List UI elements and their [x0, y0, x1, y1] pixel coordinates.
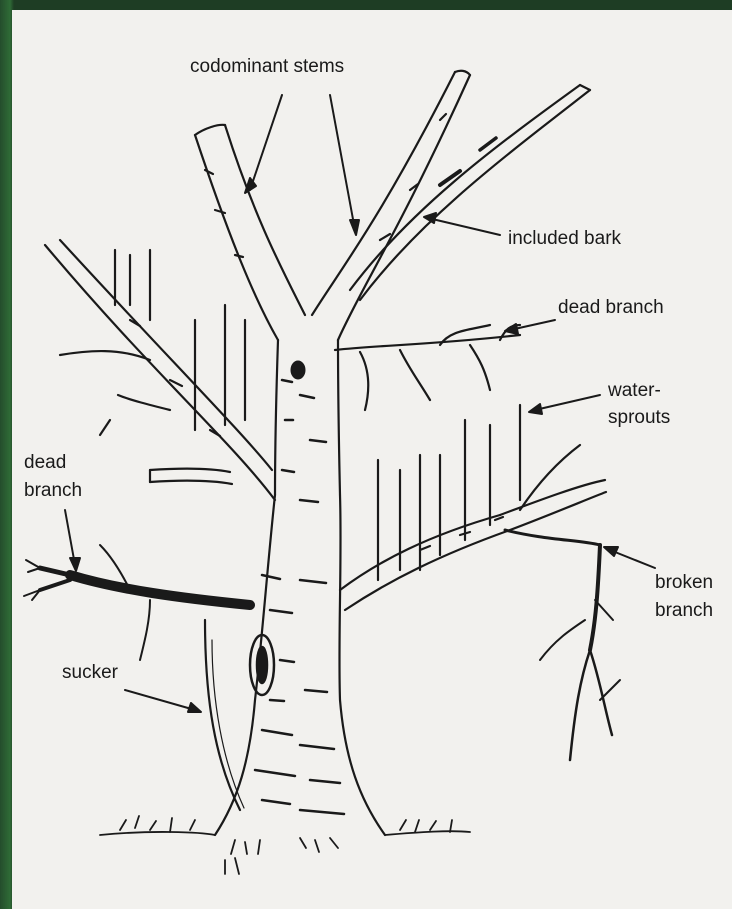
dead-branch-left — [24, 545, 250, 660]
label-dead-branch-right: dead branch — [558, 297, 664, 319]
included-bark-stem — [350, 85, 590, 300]
label-broken-branch-2: branch — [655, 600, 713, 622]
label-codominant-stems: codominant stems — [190, 56, 344, 78]
trunk-bark — [255, 380, 344, 814]
label-dead-branch-left-2: branch — [24, 480, 82, 502]
codominant-stem-left — [195, 125, 305, 340]
label-included-bark: included bark — [508, 228, 621, 250]
stub-branch — [150, 469, 232, 484]
trunk-cavity — [250, 635, 274, 695]
sucker — [205, 620, 240, 810]
trunk-knot — [291, 361, 305, 379]
left-branch — [45, 240, 275, 500]
right-branch — [340, 405, 606, 610]
label-watersprouts-2: sprouts — [608, 407, 670, 429]
label-dead-branch-left-1: dead — [24, 452, 66, 474]
label-broken-branch-1: broken — [655, 572, 713, 594]
ground-grass — [100, 816, 470, 874]
trunk — [215, 340, 385, 835]
dead-branch-right — [335, 325, 520, 410]
broken-branch — [505, 530, 620, 760]
label-sucker: sucker — [62, 662, 118, 684]
label-watersprouts-1: water- — [608, 380, 661, 402]
annotation-arrows — [65, 95, 655, 712]
